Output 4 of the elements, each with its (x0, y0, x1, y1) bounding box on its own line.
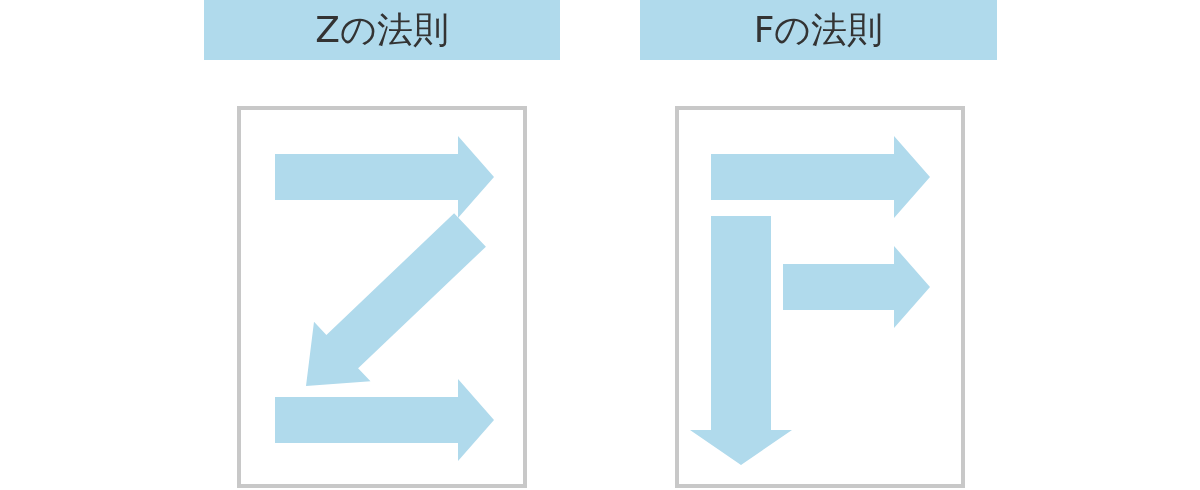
title-text: Zの法則 (315, 12, 449, 48)
title-band (204, 0, 560, 60)
title-band (640, 0, 997, 60)
title-text: Fの法則 (753, 12, 884, 48)
